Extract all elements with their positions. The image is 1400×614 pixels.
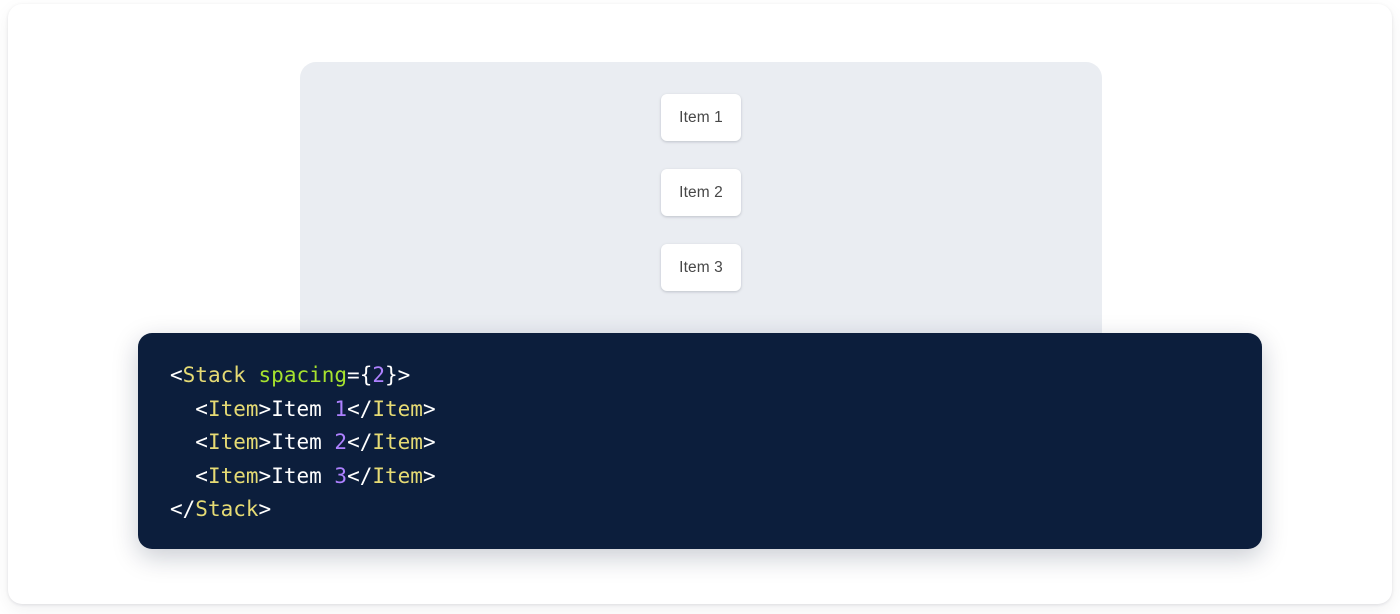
- code-token-punct: >: [258, 430, 272, 455]
- code-token-tag: Item: [207, 463, 259, 488]
- code-token-punct: <: [170, 363, 183, 387]
- code-token-tag: Item: [372, 430, 423, 455]
- code-token-punct: >: [422, 463, 436, 488]
- code-block[interactable]: <Stack spacing={2}> <Item>Item 1</Item> …: [170, 359, 1262, 527]
- code-token-tag: Stack: [195, 497, 259, 522]
- code-token-number: 2: [334, 430, 348, 455]
- code-token-text: Item: [271, 463, 335, 488]
- code-token-punct: >: [258, 463, 272, 488]
- code-token-number: 3: [334, 463, 348, 488]
- code-line: <Stack spacing={2}>: [170, 363, 410, 387]
- code-token-punct: <: [195, 463, 208, 488]
- code-token-punct: >: [422, 430, 436, 455]
- code-token-punct: }>: [385, 363, 411, 387]
- code-token-punct: </: [347, 396, 373, 421]
- code-token-punct: >: [258, 497, 272, 522]
- stack-item-label: Item 1: [679, 108, 723, 126]
- code-token-number: 2: [372, 363, 385, 387]
- code-token-punct: >: [258, 396, 272, 421]
- code-snippet-panel: <Stack spacing={2}> <Item>Item 1</Item> …: [138, 333, 1262, 549]
- code-token-tag: Item: [372, 463, 423, 488]
- code-token-punct: >: [422, 396, 436, 421]
- code-token-punct: <: [195, 396, 208, 421]
- stack-item-label: Item 3: [679, 258, 723, 276]
- code-token-tag: Item: [207, 396, 259, 421]
- stack-item-label: Item 2: [679, 183, 723, 201]
- code-token-number: 1: [334, 396, 348, 421]
- code-token-punct: ={: [347, 363, 373, 387]
- component-preview-stage: Item 1 Item 2 Item 3: [300, 62, 1102, 352]
- code-token-tag: Item: [372, 396, 423, 421]
- stack-item[interactable]: Item 3: [661, 244, 741, 291]
- code-token-attr: spacing: [258, 363, 348, 387]
- code-line: <Item>Item 1</Item>: [170, 396, 436, 421]
- code-line: </Stack>: [170, 497, 271, 521]
- code-token-punct: </: [347, 463, 373, 488]
- code-token-punct: [246, 363, 259, 387]
- code-line: <Item>Item 2</Item>: [170, 430, 436, 455]
- code-line: <Item>Item 3</Item>: [170, 463, 436, 488]
- code-token-tag: Item: [207, 430, 259, 455]
- stack-item[interactable]: Item 1: [661, 94, 741, 141]
- code-token-punct: </: [170, 497, 196, 522]
- code-token-text: Item: [271, 430, 335, 455]
- code-token-punct: </: [347, 430, 373, 455]
- stack-container: Item 1 Item 2 Item 3: [661, 94, 741, 291]
- code-token-text: Item: [271, 396, 335, 421]
- stack-item[interactable]: Item 2: [661, 169, 741, 216]
- code-token-tag: Stack: [182, 363, 246, 387]
- code-token-punct: <: [195, 430, 208, 455]
